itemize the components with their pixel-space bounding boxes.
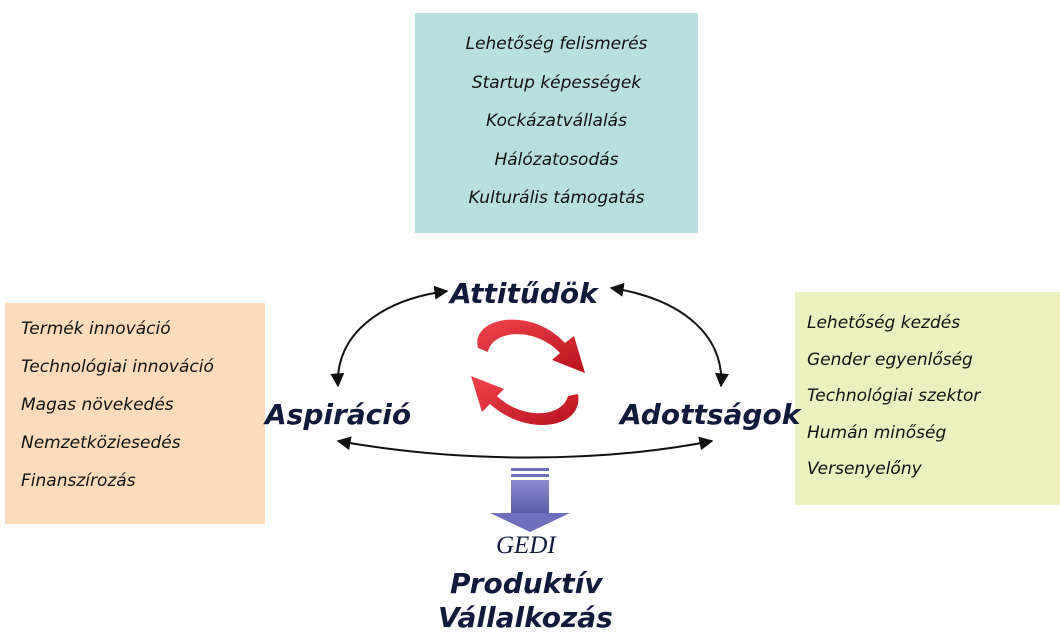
result-title-line-2: Vállalkozás — [438, 601, 613, 634]
attitude-item: Kulturális támogatás — [468, 188, 645, 208]
aspiration-item: Technológiai innováció — [21, 357, 214, 377]
gedi-label: GEDI — [496, 532, 556, 559]
attitudes-box: Lehetőség felismerés Startup képességek … — [415, 13, 698, 233]
aspiration-item: Termék innováció — [21, 319, 171, 339]
ability-item: Technológiai szektor — [807, 386, 981, 406]
ability-item: Versenyelőny — [807, 459, 922, 479]
down-arrow-icon — [490, 468, 570, 532]
connector-attitudes-aspiration — [330, 285, 449, 388]
abilities-box: Lehetőség kezdés Gender egyenlőség Techn… — [795, 292, 1060, 505]
connector-attitudes-abilities — [609, 282, 729, 388]
attitude-item: Startup képességek — [471, 72, 642, 93]
result-title-line-1: Produktív — [450, 567, 603, 600]
aspiration-item: Magas növekedés — [21, 395, 174, 415]
attitudes-node-label: Attitűdök — [450, 277, 598, 310]
aspiration-item: Finanszírozás — [21, 471, 136, 491]
cycle-arrows-icon — [471, 319, 585, 426]
ability-item: Gender egyenlőség — [807, 349, 973, 370]
abilities-node-label: Adottságok — [620, 398, 801, 431]
ability-item: Lehetőség kezdés — [807, 313, 961, 333]
connector-aspiration-abilities — [336, 436, 714, 459]
attitude-item: Lehetőség felismerés — [465, 34, 648, 54]
aspiration-item: Nemzetköziesedés — [21, 433, 181, 453]
aspiration-box: Termék innováció Technológiai innováció … — [5, 303, 265, 524]
aspiration-node-label: Aspiráció — [265, 398, 412, 431]
attitude-item: Hálózatosodás — [494, 149, 619, 170]
attitude-item: Kockázatvállalás — [486, 111, 627, 131]
ability-item: Humán minőség — [807, 422, 947, 443]
